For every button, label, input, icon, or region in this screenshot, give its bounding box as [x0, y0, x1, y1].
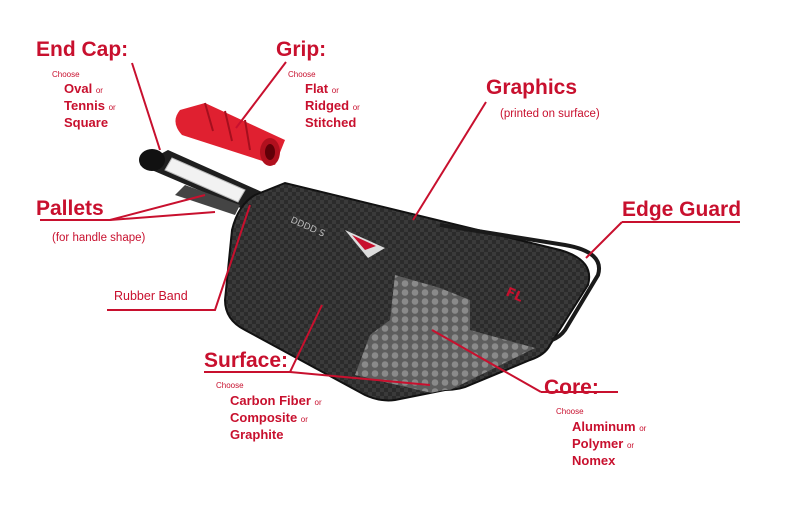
core-option-polymer: Polymer — [572, 436, 624, 451]
surface-or-2: or — [300, 415, 308, 424]
pallets-title: Pallets — [36, 197, 104, 220]
graphics-title: Graphics — [486, 76, 578, 99]
paddle-handle — [140, 150, 262, 215]
grip-option-ridged: Ridged — [305, 98, 350, 113]
surface-or-1: or — [314, 398, 322, 407]
edge-guard-shape — [439, 223, 602, 342]
core-or-1: or — [639, 424, 647, 433]
end-cap-option-tennis: Tennis — [64, 98, 105, 113]
end-cap-option-oval: Oval — [64, 81, 93, 96]
end-cap-or-2: or — [108, 103, 116, 112]
core-or-2: or — [626, 441, 635, 450]
end-cap-or-1: or — [95, 86, 103, 95]
surface-option-carbon-fiber: Carbon Fiber — [230, 393, 311, 408]
core-options: Aluminum or Polymer or Nomex — [572, 419, 646, 468]
core-option-nomex: Nomex — [572, 453, 616, 468]
surface-title: Surface: — [204, 349, 289, 372]
grip-shape — [175, 102, 285, 166]
pallets-note: (for handle shape) — [52, 232, 146, 244]
grip-options: Flat or Ridged or Stitched — [305, 81, 360, 130]
grip-or-1: or — [331, 86, 339, 95]
end-cap-option-square: Square — [64, 115, 109, 130]
grip-option-stitched: Stitched — [305, 115, 357, 130]
surface-options: Carbon Fiber or Composite or Graphite — [230, 393, 322, 442]
core-choose: Choose — [556, 407, 584, 416]
end-cap-options: Oval or Tennis or Square — [64, 81, 116, 130]
paddle-face: DDDD S FL — [223, 181, 591, 402]
surface-option-composite: Composite — [230, 410, 298, 425]
grip-title: Grip: — [276, 38, 327, 61]
end-cap-choose: Choose — [52, 70, 80, 79]
grip-or-2: or — [352, 103, 360, 112]
edge-guard-title: Edge Guard — [622, 198, 742, 221]
core-honeycomb — [355, 275, 535, 395]
core-option-aluminum: Aluminum — [572, 419, 636, 434]
svg-text:FL: FL — [503, 285, 525, 306]
grip-choose: Choose — [288, 70, 316, 79]
rubber-band-title: Rubber Band — [114, 289, 188, 303]
surface-option-graphite: Graphite — [230, 427, 284, 442]
end-cap-shape — [139, 149, 165, 171]
grip-option-flat: Flat — [305, 81, 329, 96]
core-title: Core: — [544, 376, 599, 399]
graphics-note: (printed on surface) — [500, 108, 600, 120]
end-cap-title: End Cap: — [36, 38, 129, 61]
leader-lines — [40, 61, 740, 393]
surface-choose: Choose — [216, 381, 244, 390]
